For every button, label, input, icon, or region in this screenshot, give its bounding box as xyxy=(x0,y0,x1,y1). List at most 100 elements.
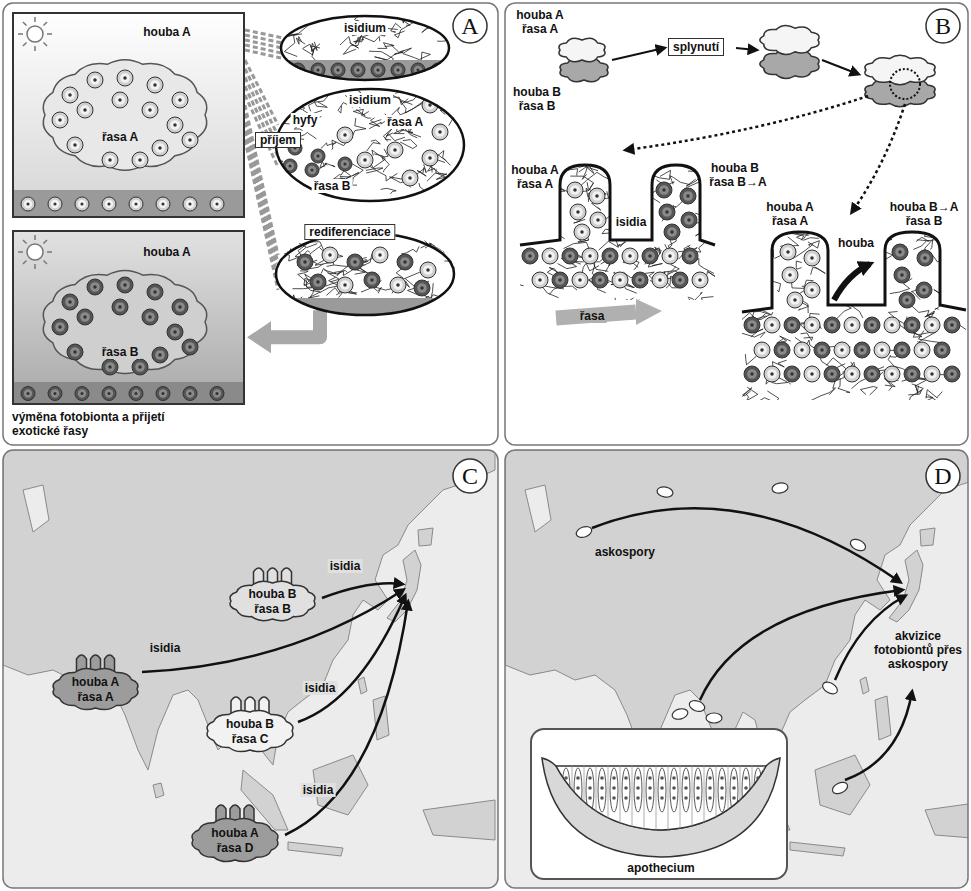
label: isidia xyxy=(303,681,338,695)
hypha xyxy=(362,36,380,42)
alga-chloroplast xyxy=(887,320,897,330)
alga-chloroplast xyxy=(827,369,837,379)
algae xyxy=(21,387,224,401)
alga-chloroplast xyxy=(927,320,937,330)
alga-cell xyxy=(48,387,62,401)
ascus-spore xyxy=(672,786,676,790)
hypha xyxy=(866,253,874,261)
alga-cell xyxy=(183,197,197,211)
alga-chloroplast xyxy=(341,160,349,168)
alga-nucleus xyxy=(378,253,382,257)
ascus-spore xyxy=(624,786,628,790)
alga-cell xyxy=(682,248,698,264)
ascus xyxy=(634,768,642,812)
paraphysis xyxy=(644,766,645,830)
ascus-spore xyxy=(648,776,652,780)
label: isidia xyxy=(328,559,363,573)
hypha xyxy=(871,291,885,295)
alga-chloroplast xyxy=(837,345,847,355)
ascus xyxy=(742,768,750,812)
panel-border xyxy=(505,3,968,445)
alga-nucleus xyxy=(438,130,442,134)
alga-nucleus xyxy=(158,353,162,357)
ascus xyxy=(562,768,570,812)
alga-nucleus xyxy=(770,372,774,376)
alga-cell xyxy=(52,319,68,335)
alga-chloroplast xyxy=(897,270,907,280)
hypha xyxy=(860,387,877,396)
hypha xyxy=(725,300,747,311)
hypha xyxy=(867,284,881,290)
alga-nucleus xyxy=(793,298,797,302)
hypha xyxy=(514,227,522,236)
alga-nucleus xyxy=(940,348,944,352)
arrow xyxy=(298,596,405,722)
fungus-arrow xyxy=(834,264,870,300)
ascus-spore xyxy=(744,786,748,790)
alga-cell xyxy=(944,366,960,382)
zoom-line xyxy=(245,140,278,290)
thallus-blob: houba Ařasa A xyxy=(48,665,143,713)
ascus xyxy=(670,768,678,812)
alga-nucleus xyxy=(26,392,29,395)
alga-cell xyxy=(894,342,910,358)
alga-chloroplast xyxy=(827,320,837,330)
alga-chloroplast xyxy=(575,275,585,285)
zoom-line xyxy=(245,60,278,125)
ascus-spore xyxy=(684,776,688,780)
alga-nucleus xyxy=(58,325,62,329)
alga-cell xyxy=(681,212,697,228)
apothecium-box-shape xyxy=(532,730,790,882)
ascus-spore xyxy=(756,796,760,800)
panel-letter-text: C xyxy=(462,463,478,489)
ascus-spore xyxy=(720,786,724,790)
alga-nucleus xyxy=(328,253,332,257)
ascus-spore xyxy=(720,776,724,780)
paraphysis xyxy=(596,766,597,830)
alga-cell xyxy=(904,366,920,382)
alga-cell xyxy=(656,182,672,198)
isidia-detail xyxy=(725,224,971,406)
alga-nucleus xyxy=(68,300,72,304)
alga-nucleus xyxy=(670,230,674,234)
ascospore xyxy=(821,680,840,697)
alga-chloroplast xyxy=(847,369,857,379)
alga-chloroplast xyxy=(78,389,86,397)
alga-chloroplast xyxy=(665,251,675,261)
paraphysis xyxy=(584,766,585,830)
paraphysis xyxy=(692,766,693,830)
sun-ray xyxy=(47,33,52,35)
alga-chloroplast xyxy=(51,389,59,397)
paraphysis xyxy=(740,766,741,830)
alga-chloroplast xyxy=(577,227,587,237)
alga-chloroplast xyxy=(747,369,757,379)
alga-nucleus xyxy=(618,278,622,282)
alga-cell xyxy=(914,342,930,358)
alga-cell xyxy=(574,224,590,240)
alga-chloroplast xyxy=(867,320,877,330)
alga-cell xyxy=(310,274,326,290)
alga-cell xyxy=(77,102,93,118)
alga-cell xyxy=(787,292,803,308)
panel-ground xyxy=(505,3,968,445)
alga-nucleus xyxy=(800,348,804,352)
alga-nucleus xyxy=(83,315,87,319)
alga-cell xyxy=(102,152,118,168)
alga-cell xyxy=(642,248,658,264)
ascus-spore xyxy=(696,776,700,780)
ascospore xyxy=(688,699,706,714)
label: houba A xyxy=(511,163,559,177)
alga-cell xyxy=(522,248,538,264)
alga-cell xyxy=(147,77,163,93)
ascus xyxy=(598,768,606,812)
alga-nucleus xyxy=(53,202,56,205)
alga-nucleus xyxy=(108,158,112,162)
sun-ray xyxy=(43,22,47,26)
panel-letter: C xyxy=(452,458,488,494)
alga-chloroplast xyxy=(777,345,787,355)
alga-nucleus xyxy=(173,123,177,127)
ascus xyxy=(586,768,594,812)
alga-cell xyxy=(582,248,598,264)
algae-arrow-head xyxy=(636,299,662,325)
alga-cell xyxy=(899,292,915,308)
